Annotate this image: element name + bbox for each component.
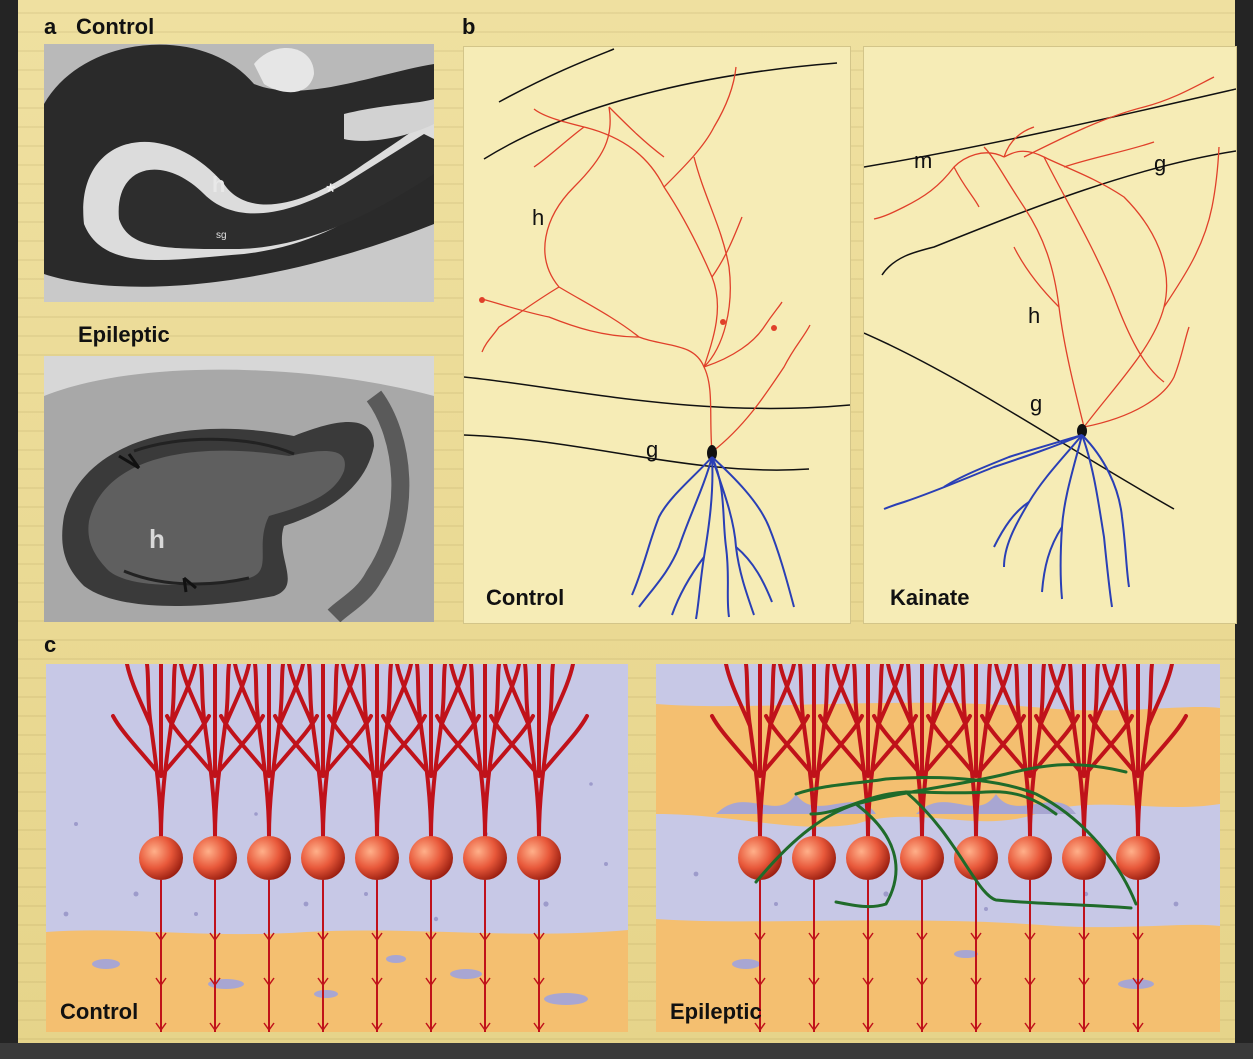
kainate-neuron-tracing: m g h g Kainate [863, 46, 1237, 624]
control-trace-g-label: g [646, 437, 658, 462]
panel-a-letter: a [44, 14, 56, 40]
bottom-border [0, 1043, 1253, 1059]
control-granule-cell-diagram: Control [46, 664, 628, 1032]
panel-c-letter: c [44, 632, 56, 658]
control-sg-label: sg [216, 230, 227, 241]
control-asterisk-label: * [326, 179, 335, 206]
kainate-m-label: m [914, 148, 932, 173]
kainate-g-top-label: g [1154, 151, 1166, 176]
control-neuron-tracing: h g Control [463, 46, 851, 624]
epileptic-hippocampus-micrograph: h [44, 356, 434, 622]
panel-a-epileptic-title: Epileptic [78, 322, 170, 348]
epileptic-granule-cell-diagram: Epileptic [656, 664, 1220, 1032]
epileptic-diagram-caption: Epileptic [670, 999, 762, 1024]
right-border [1235, 0, 1253, 1059]
left-border [0, 0, 18, 1059]
control-diagram-caption: Control [60, 999, 138, 1024]
kainate-h-label: h [1028, 303, 1040, 328]
kainate-trace-caption: Kainate [890, 585, 969, 610]
epileptic-h-label: h [149, 524, 165, 554]
kainate-g-bottom-label: g [1030, 391, 1042, 416]
panel-b-letter: b [462, 14, 475, 40]
control-h-label: h [212, 172, 225, 197]
panel-a-control-title: Control [76, 14, 154, 40]
control-trace-h-label: h [532, 205, 544, 230]
control-trace-caption: Control [486, 585, 564, 610]
control-hippocampus-micrograph: h * sg [44, 44, 434, 302]
